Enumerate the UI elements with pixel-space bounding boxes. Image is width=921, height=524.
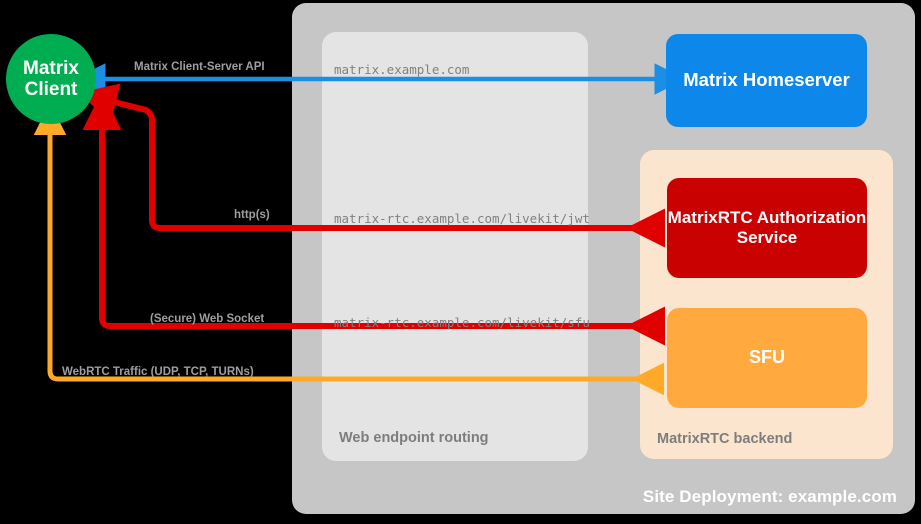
endpoint-label-livekit-jwt: matrix-rtc.example.com/livekit/jwt [334,211,590,226]
sfu-label: SFU [749,347,785,368]
matrix-homeserver-label: Matrix Homeserver [683,69,850,91]
matrix-client-label-line2: Client [24,79,78,100]
endpoint-label-matrix: matrix.example.com [334,62,470,77]
matrix-client-node[interactable]: Matrix Client [6,34,96,124]
protocol-label-https: http(s) [234,209,270,221]
endpoint-label-livekit-sfu: matrix-rtc.example.com/livekit/sfu [334,315,590,330]
matrixrtc-authorization-service-label: MatrixRTC Authorization Service [667,207,867,247]
matrixrtc-backend-label: MatrixRTC backend [657,431,793,447]
protocol-label-webrtc-traffic: WebRTC Traffic (UDP, TCP, TURNs) [62,366,254,378]
protocol-label-secure-websocket: (Secure) Web Socket [150,313,265,325]
matrix-client-label-line1: Matrix [23,57,79,79]
web-endpoint-routing-panel: Web endpoint routing [322,32,588,461]
protocol-label-client-server-api: Matrix Client-Server API [134,61,265,73]
sfu-node[interactable]: SFU [667,308,867,408]
matrixrtc-authorization-service-node[interactable]: MatrixRTC Authorization Service [667,178,867,278]
web-endpoint-routing-label: Web endpoint routing [339,430,489,446]
matrix-homeserver-node[interactable]: Matrix Homeserver [666,34,867,127]
site-deployment-label: Site Deployment: example.com [642,487,897,506]
